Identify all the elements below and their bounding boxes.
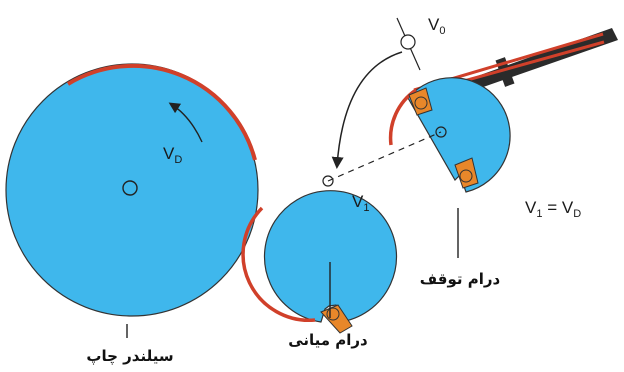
stop-drum bbox=[388, 77, 511, 193]
vd-label: VD bbox=[163, 144, 182, 166]
cylinder-axis-icon bbox=[122, 180, 138, 196]
speed-equation: V1 = VD bbox=[525, 198, 581, 220]
rotation-arrow-icon bbox=[168, 102, 203, 143]
stop-drum-body bbox=[407, 77, 511, 193]
transfer-pivot: V0 bbox=[331, 15, 445, 169]
intermediate-drum-axis-icon bbox=[322, 175, 334, 187]
intermediate-drum-label: درام میانی bbox=[288, 331, 368, 349]
v1-label: V1 bbox=[352, 192, 369, 214]
pivot-circle-icon bbox=[400, 34, 416, 50]
stop-drum-bottom-gripper-icon bbox=[454, 157, 479, 189]
sheet-on-intermediate-drum bbox=[241, 206, 316, 323]
center-line bbox=[327, 131, 442, 182]
transfer-arrow-icon bbox=[331, 51, 403, 169]
stop-drum-top-gripper-icon bbox=[408, 87, 433, 116]
stop-drum-axis-icon bbox=[435, 126, 447, 138]
stop-drum-label: درام توقف bbox=[420, 270, 501, 288]
v0-label: V0 bbox=[428, 15, 445, 37]
intermediate-drum: V1 bbox=[241, 175, 398, 334]
printed-sheet-on-cylinder bbox=[66, 63, 257, 161]
intermediate-drum-body bbox=[263, 190, 398, 323]
impression-cylinder-label: سیلندر چاپ bbox=[86, 347, 173, 366]
impression-cylinder: VD bbox=[5, 63, 259, 317]
